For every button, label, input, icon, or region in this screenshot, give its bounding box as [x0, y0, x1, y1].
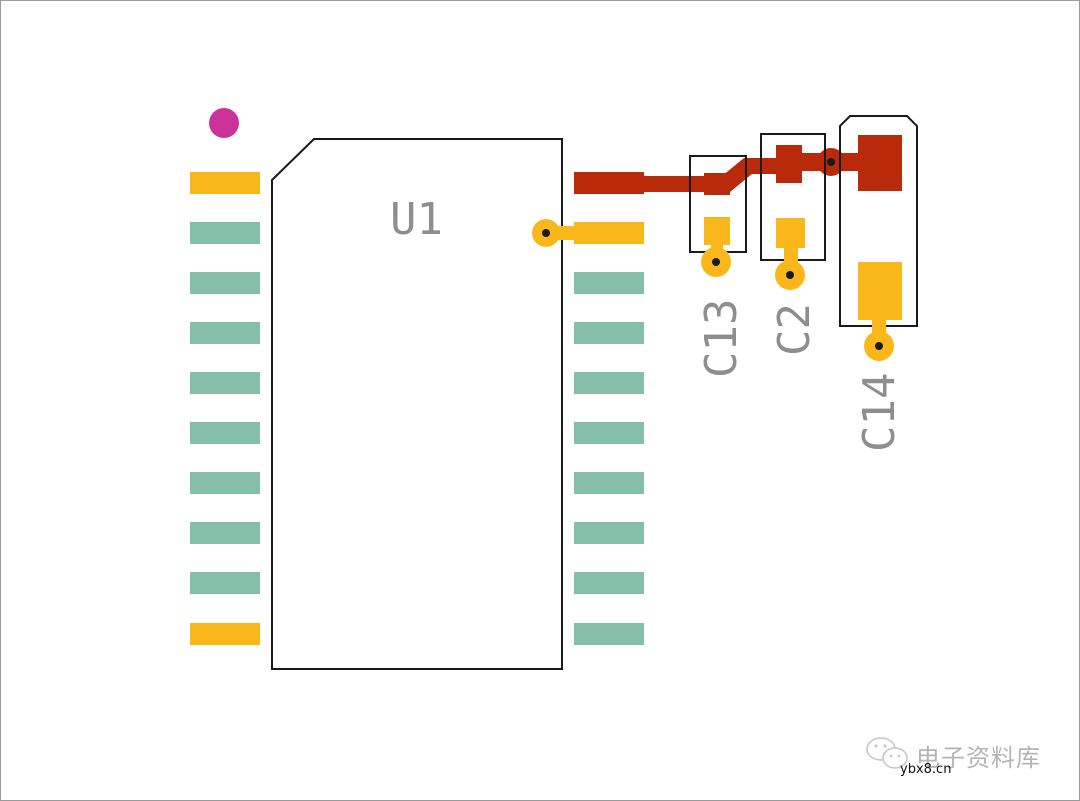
pin1-marker-icon [209, 108, 239, 138]
c13-designator: C13 [696, 298, 747, 378]
u1-designator: U1 [390, 194, 443, 245]
c14-designator: C14 [854, 372, 905, 452]
wechat-icon [866, 737, 908, 769]
u1-right-pads [574, 172, 644, 645]
watermark-url: ybx8.cn [900, 762, 952, 777]
watermark: 电子资料库 ybx8.cn [860, 732, 1060, 792]
c2-designator: C2 [769, 303, 820, 356]
power-trace [574, 135, 902, 195]
watermark-name: 电子资料库 [916, 744, 1041, 772]
u1-outline [271, 138, 563, 670]
c14-outline [839, 115, 918, 327]
u1-left-pads [190, 172, 260, 645]
